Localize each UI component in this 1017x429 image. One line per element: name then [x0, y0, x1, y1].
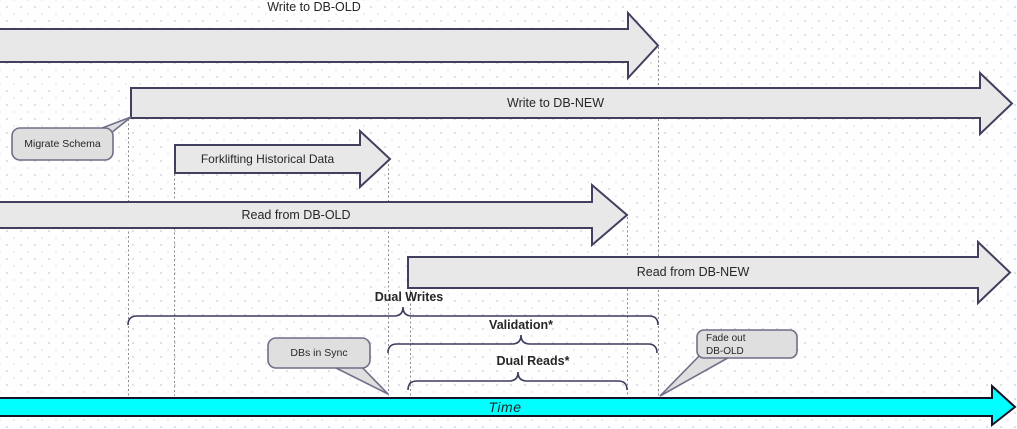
read-db-new-label: Read from DB-NEW: [636, 265, 750, 279]
fade-out-label: Fade out DB-OLD: [706, 333, 794, 358]
write-db-old-arrow: [0, 10, 660, 81]
time-axis-label: Time: [488, 399, 522, 415]
dual-reads-label: Dual Reads*: [496, 354, 570, 368]
fade-out-label-line1: Fade out: [706, 333, 746, 344]
forklift-arrow: [174, 128, 392, 190]
read-db-old-label: Read from DB-OLD: [241, 208, 351, 222]
validation-label: Validation*: [489, 318, 553, 332]
migrate-schema-callout-box: [11, 127, 114, 161]
time-axis-arrow: [0, 383, 1017, 428]
phase-braces: [127, 306, 659, 391]
validation-brace: [387, 334, 658, 354]
fade-out-callout-box: [696, 329, 798, 359]
dbs-in-sync-label: DBs in Sync: [290, 346, 348, 359]
dual-writes-brace: [127, 306, 659, 326]
dbs-in-sync-callout-box: [267, 337, 371, 369]
forklift-label: Forklifting Historical Data: [200, 152, 335, 166]
write-db-new-label: Write to DB-NEW: [507, 96, 604, 110]
write-db-new-arrow: [130, 70, 1014, 137]
write-db-old-label: Write to DB-OLD: [267, 0, 361, 14]
read-db-old-arrow: [0, 182, 629, 248]
dual-reads-brace: [407, 371, 628, 391]
dual-writes-label: Dual Writes: [374, 290, 444, 304]
fade-out-label-line2: DB-OLD: [706, 345, 744, 357]
read-db-new-arrow: [407, 239, 1012, 306]
migrate-schema-label: Migrate Schema: [24, 137, 101, 150]
